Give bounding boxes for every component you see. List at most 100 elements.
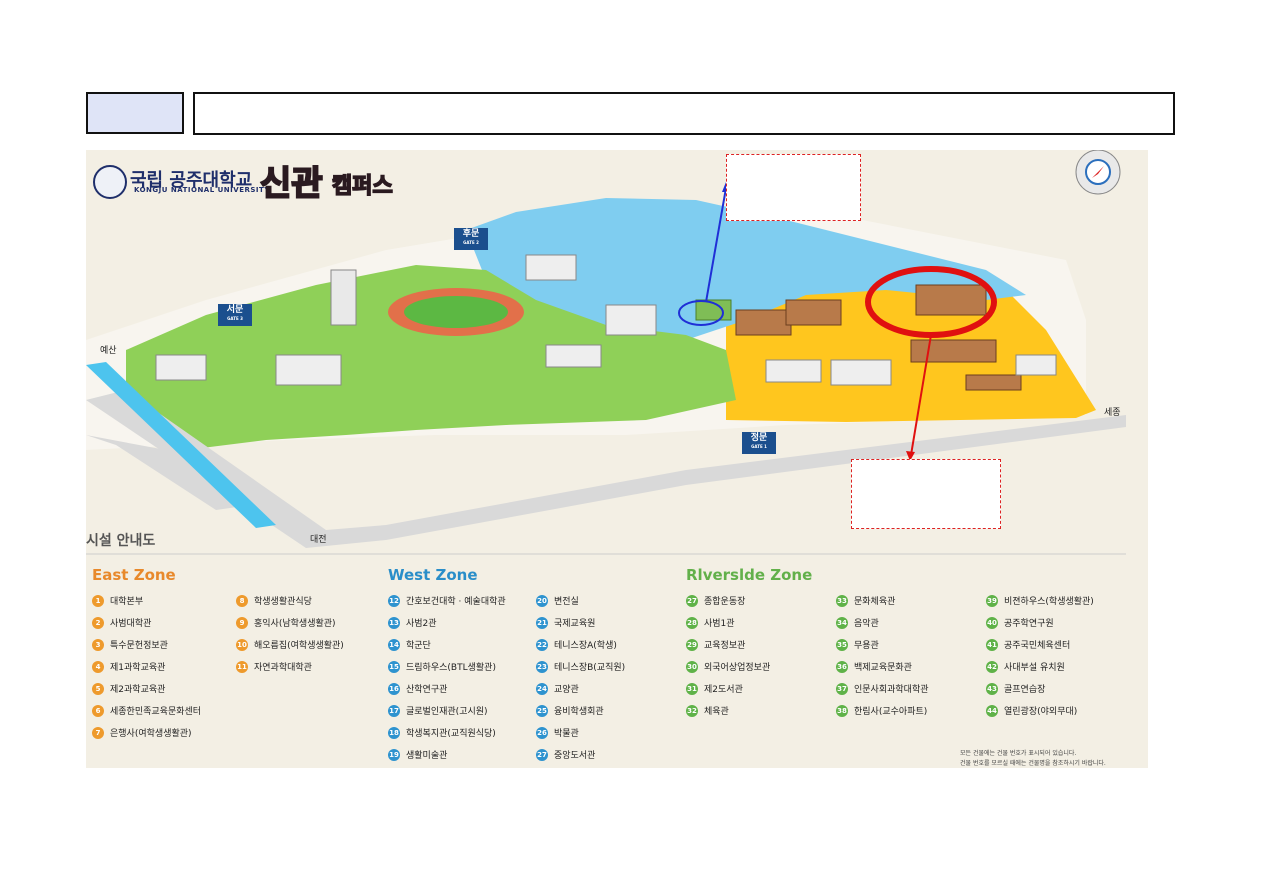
legend-number-badge: 26 <box>536 726 548 739</box>
legend-label: 학생복지관(교직원식당) <box>406 729 496 739</box>
legend-item: 24 교양관 <box>536 682 579 695</box>
legend-number-badge: 38 <box>836 704 848 717</box>
legend-number-badge: 11 <box>236 660 248 673</box>
legend-number-badge: 37 <box>836 682 848 695</box>
legend-item: 41 공주국민체육센터 <box>986 638 1070 651</box>
zone-east-title: East Zone <box>92 566 176 584</box>
highlight-circle-blue <box>678 300 724 326</box>
legend-label: 드림하우스(BTL생활관) <box>406 663 496 673</box>
legend-label: 박물관 <box>554 729 579 739</box>
legend-number-badge: 33 <box>836 594 848 607</box>
legend-number-badge: 10 <box>236 638 248 651</box>
legend-number-badge: 36 <box>836 660 848 673</box>
legend-label: 자연과학대학관 <box>254 663 312 673</box>
legend-label: 간호보건대학 · 예술대학관 <box>406 597 506 607</box>
legend-label: 무용관 <box>854 641 879 651</box>
legend-label: 교양관 <box>554 685 579 695</box>
legend-number-badge: 12 <box>388 594 400 607</box>
legend-label: 생활미술관 <box>406 751 448 761</box>
legend-number-badge: 39 <box>986 594 998 607</box>
legend-item: 37 인문사회과학대학관 <box>836 682 929 695</box>
legend-number-badge: 27 <box>686 594 698 607</box>
campus-title: 신관 <box>259 163 324 205</box>
legend-label: 사범대학관 <box>110 619 152 629</box>
legend-label: 한림사(교수아파트) <box>854 707 928 717</box>
legend-number-badge: 29 <box>686 638 698 651</box>
legend-number-badge: 28 <box>686 616 698 629</box>
riverside-zone-area <box>126 265 736 450</box>
legend-label: 융비학생회관 <box>554 707 604 717</box>
map-illustration <box>86 150 1126 555</box>
legend-label: 세종한민족교육문화센터 <box>110 707 202 717</box>
callout-box-top <box>726 154 861 221</box>
legend-number-badge: 1 <box>92 594 104 607</box>
legend-number-badge: 25 <box>536 704 548 717</box>
legend-label: 테니스장B(교직원) <box>554 663 626 673</box>
legend-label: 제2과학교육관 <box>110 685 166 695</box>
legend-item: 18 학생복지관(교직원식당) <box>388 726 496 739</box>
legend-item: 38 한림사(교수아파트) <box>836 704 927 717</box>
legend-number-badge: 24 <box>536 682 548 695</box>
legend-item: 12 간호보건대학 · 예술대학관 <box>388 594 506 607</box>
legend-label: 백제교육문화관 <box>854 663 912 673</box>
legend-item: 35 무용관 <box>836 638 879 651</box>
legend-item: 27 중앙도서관 <box>536 748 595 761</box>
legend-item: 11 자연과학대학관 <box>236 660 312 673</box>
legend-label: 특수문헌정보관 <box>110 641 168 651</box>
legend-number-badge: 15 <box>388 660 400 673</box>
legend-label: 학생생활관식당 <box>254 597 312 607</box>
legend-item: 15 드림하우스(BTL생활관) <box>388 660 496 673</box>
legend-number-badge: 31 <box>686 682 698 695</box>
legend-number-badge: 16 <box>388 682 400 695</box>
legend-label: 공주국민체육센터 <box>1004 641 1071 651</box>
campus-title-suffix: 캠퍼스 <box>331 173 393 200</box>
place-sejong: 세종 <box>1104 408 1121 418</box>
legend-number-badge: 13 <box>388 616 400 629</box>
campus-map: 국립 공주대학교 KONGJU NATIONAL UNIVERSITY 신관 캠… <box>86 150 1148 768</box>
legend-note-2: 건물 번호를 모르실 때에는 건물명을 참조하시기 바랍니다. <box>960 760 1106 767</box>
legend-item: 27 종합운동장 <box>686 594 745 607</box>
place-yesan: 예산 <box>100 346 117 356</box>
legend-label: 체육관 <box>704 707 729 717</box>
legend-label: 사범2관 <box>406 619 437 629</box>
pointer-arrow-blue <box>705 187 727 303</box>
legend-number-badge: 17 <box>388 704 400 717</box>
legend-label: 외국어상업정보관 <box>704 663 771 673</box>
legend-number-badge: 35 <box>836 638 848 651</box>
facility-guide-title: 시설 안내도 <box>86 533 156 549</box>
legend-number-badge: 30 <box>686 660 698 673</box>
legend-number-badge: 18 <box>388 726 400 739</box>
legend-label: 사대부설 유치원 <box>1004 663 1065 673</box>
header-title-box <box>193 92 1175 135</box>
university-seal-icon <box>93 165 127 199</box>
legend-label: 문화체육관 <box>854 597 896 607</box>
legend-label: 대학본부 <box>110 597 144 607</box>
zone-west-title: West Zone <box>388 566 478 584</box>
legend-number-badge: 27 <box>536 748 548 761</box>
legend-label: 중앙도서관 <box>554 751 596 761</box>
legend-label: 음악관 <box>854 619 879 629</box>
legend-label: 인문사회과학대학관 <box>854 685 929 695</box>
legend-number-badge: 41 <box>986 638 998 651</box>
legend-label: 국제교육원 <box>554 619 596 629</box>
legend-label: 종합운동장 <box>704 597 746 607</box>
legend-item: 1 대학본부 <box>92 594 143 607</box>
legend-item: 30 외국어상업정보관 <box>686 660 770 673</box>
legend-number-badge: 43 <box>986 682 998 695</box>
